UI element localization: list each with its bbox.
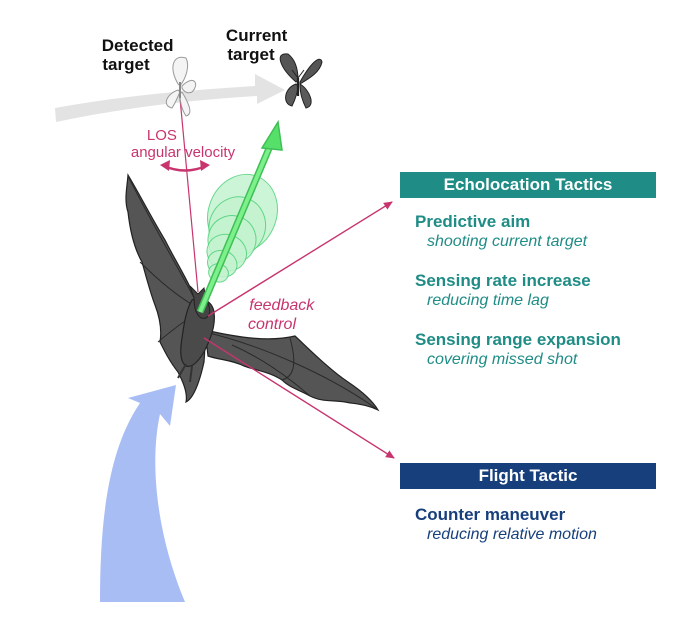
los-velocity-arrow — [160, 160, 210, 172]
bat-right-finger-2 — [231, 344, 311, 397]
feedback-label-line2: control — [248, 316, 296, 333]
tactic-subtitle: reducing relative motion — [427, 526, 597, 543]
current-target-moth — [279, 53, 323, 109]
tactic-title: Counter maneuver — [415, 505, 566, 524]
bat-flight-path-arrow — [100, 385, 185, 602]
tactic-sensing-rate: Sensing rate increase reducing time lag — [415, 271, 591, 311]
detected-target-moth — [165, 56, 197, 117]
tactic-subtitle: covering missed shot — [427, 351, 578, 368]
feedback-label-line1: feedback — [249, 297, 315, 314]
arrow-to-echolocation — [207, 201, 393, 317]
tactic-title: Predictive aim — [415, 212, 531, 231]
tactic-counter-maneuver: Counter maneuver reducing relative motio… — [415, 505, 597, 545]
echolocation-tactics-header: Echolocation Tactics — [400, 172, 656, 198]
los-line — [179, 97, 199, 293]
bat-left-finger-1 — [127, 175, 199, 306]
tactic-title: Sensing range expansion — [415, 330, 621, 349]
tactic-subtitle: shooting current target — [427, 233, 588, 250]
current-target-label-line2: target — [227, 45, 275, 64]
tactic-predictive-aim: Predictive aim shooting current target — [415, 212, 587, 252]
svg-text:Detected target: Detected target — [102, 36, 179, 74]
svg-text:Current target: Current target — [226, 26, 292, 64]
bat-illustration — [125, 173, 380, 412]
arrow-to-flight — [203, 337, 395, 459]
current-target-label-line1: Current — [226, 26, 288, 45]
los-label-line2: angular velocity — [131, 144, 236, 161]
bat-legs — [177, 363, 193, 383]
svg-text:LOS angular velocity: LOS angular velocity — [131, 127, 236, 161]
aim-arrow-shaft-inner — [198, 145, 272, 313]
flight-tactic-header: Flight Tactic — [400, 463, 656, 489]
detected-target-label-line2: target — [102, 55, 150, 74]
tactic-title: Sensing rate increase — [415, 271, 591, 290]
tactic-sensing-range: Sensing range expansion covering missed … — [415, 330, 621, 370]
detected-target-label-line1: Detected — [102, 36, 174, 55]
los-label-line1: LOS — [147, 127, 177, 144]
aim-arrow-head — [260, 119, 283, 151]
bat-right-finger-3 — [281, 337, 295, 381]
sonar-beam — [196, 119, 283, 314]
svg-text:feedback control: feedback control — [248, 297, 319, 333]
tactic-subtitle: reducing time lag — [427, 292, 549, 309]
